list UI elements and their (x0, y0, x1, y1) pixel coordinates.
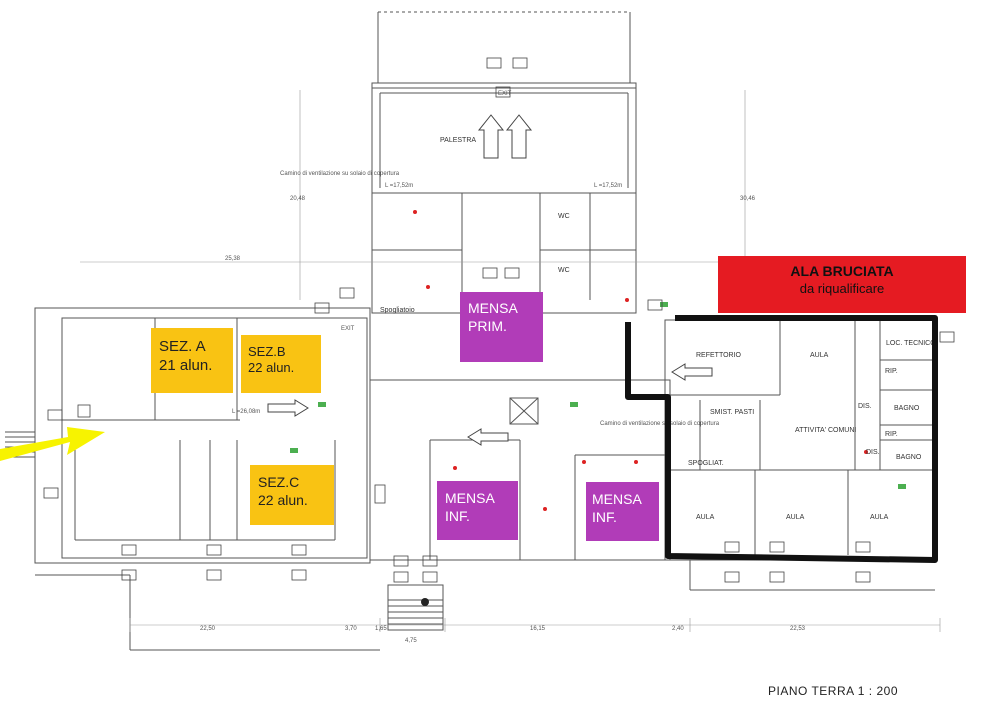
ala-bruciata-subtitle: da riqualificare (799, 281, 885, 296)
bottom-dim-6: 22,53 (790, 626, 806, 632)
bottom-dim-4: 16,15 (530, 626, 546, 632)
bagno-label-2: BAGNO (896, 454, 922, 461)
section-c-label: SEZ.C 22 alun. (250, 465, 334, 525)
spogliatoio-label: Spogliatoio (380, 307, 415, 314)
wc-label-2: WC (558, 267, 570, 274)
loc-tecnico-label: LOC. TECNICO (886, 340, 936, 347)
dimension-1: L =17,52m (385, 183, 413, 189)
bottom-dim-1: 22,50 (200, 626, 216, 632)
dimension-3: L =26,08m (232, 409, 260, 415)
section-a-label: SEZ. A 21 alun. (151, 328, 233, 393)
refettorio-label: REFETTORIO (696, 352, 742, 359)
dis-label-1: DIS. (858, 403, 872, 410)
entrance-arrow-icon (0, 427, 105, 461)
ala-bruciata-banner: ALA BRUCIATA da riqualificare (718, 256, 966, 313)
left-dim: 20,48 (290, 196, 306, 202)
bottom-dim-3: 1,65 (375, 626, 387, 632)
exit-sign-left: EXIT (341, 326, 355, 332)
bagno-label-1: BAGNO (894, 405, 920, 412)
aula-label-top: AULA (810, 352, 829, 359)
wc-label-1: WC (558, 213, 570, 220)
bottom-dim-5: 2,40 (672, 626, 684, 632)
attivita-comuni-label: ATTIVITA' COMUNI (795, 427, 856, 434)
rip-label-2: RIP. (885, 431, 898, 438)
chimney-note-right: Camino di ventilazione su solaio di cope… (600, 421, 720, 427)
spogliat-label: SPOGLIAT. (688, 460, 724, 467)
mensa-inf-label-1: MENSA INF. (437, 481, 518, 540)
aula-label-3: AULA (870, 514, 889, 521)
chimney-note-left: Camino di ventilazione su solaio di cope… (280, 171, 400, 177)
aula-label-1: AULA (696, 514, 715, 521)
ala-bruciata-title: ALA BRUCIATA (790, 263, 894, 279)
bottom-dim-small: 4,75 (405, 638, 417, 644)
mid-dim: 25,38 (225, 256, 241, 262)
gym-label: PALESTRA (440, 137, 476, 144)
dis-label-2: DIS. (866, 449, 880, 456)
exit-sign-gym: EXIT (498, 91, 512, 97)
bottom-dim-2: 3,70 (345, 626, 357, 632)
aula-label-2: AULA (786, 514, 805, 521)
dimension-2: L =17,52m (594, 183, 622, 189)
right-dim: 30,46 (740, 196, 756, 202)
section-b-label: SEZ.B 22 alun. (241, 335, 321, 393)
floor-scale-label: PIANO TERRA 1 : 200 (768, 684, 898, 698)
mensa-inf-label-2: MENSA INF. (586, 482, 659, 541)
rip-label-1: RIP. (885, 368, 898, 375)
mensa-prim-label: MENSA PRIM. (460, 292, 543, 362)
smist-pasti-label: SMIST. PASTI (710, 409, 754, 416)
burned-wing-outline (625, 315, 938, 563)
